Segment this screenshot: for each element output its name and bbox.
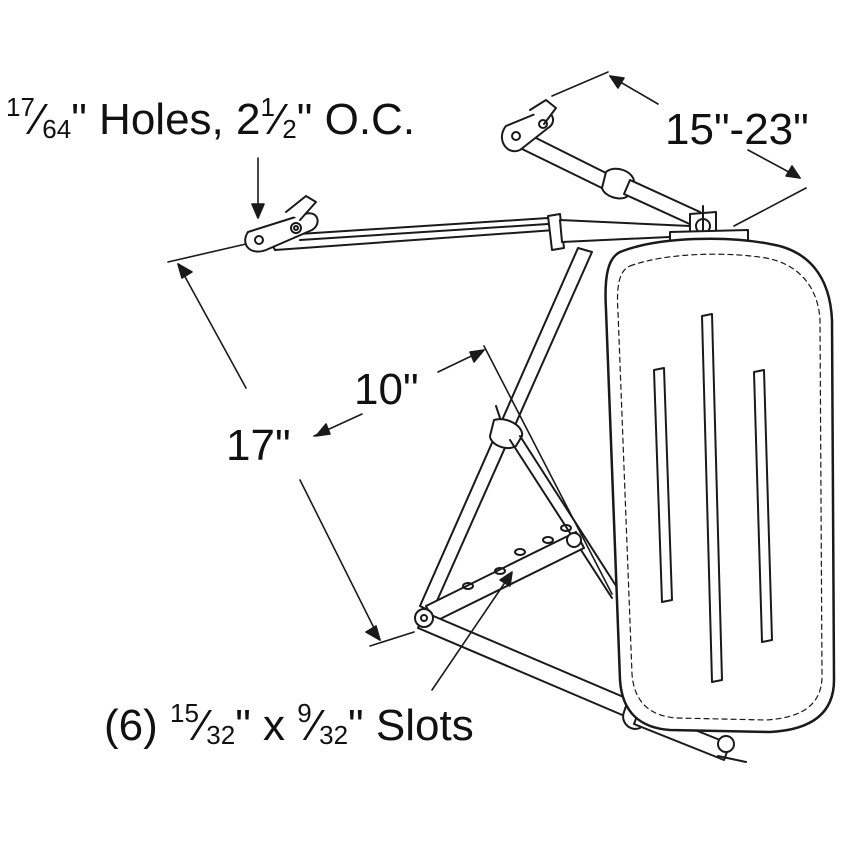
half-denominator: 2 xyxy=(282,114,297,144)
slot-width-numerator: 15 xyxy=(170,698,199,728)
slot-height-fraction: 9⁄32 xyxy=(297,698,349,750)
slot-height-numerator: 9 xyxy=(297,698,312,728)
slots-leader-arrow xyxy=(431,571,513,691)
half-numerator: 1 xyxy=(260,92,275,122)
brace-dimension-label: 10" xyxy=(354,365,419,414)
slot-width-denominator: 32 xyxy=(206,720,236,750)
slots-times-text: " x xyxy=(235,701,298,750)
dimension-brace-line xyxy=(313,345,613,595)
holes-fraction-numerator: 17 xyxy=(6,92,35,122)
mirror-head xyxy=(604,237,836,734)
slot-height-denominator: 32 xyxy=(319,720,349,750)
right-mount-bracket xyxy=(501,99,557,153)
slots-text: " Slots xyxy=(348,701,474,750)
upper-arm xyxy=(267,213,691,251)
holes-oc-text: " O.C. xyxy=(296,95,416,144)
dimension-width-line xyxy=(551,71,807,227)
holes-spacing-fraction: 1⁄2 xyxy=(260,92,297,144)
slots-count: (6) xyxy=(104,701,170,750)
holes-leader-arrow xyxy=(251,157,265,219)
holes-diameter-fraction: 17⁄64 xyxy=(6,92,72,144)
holes-fraction-denominator: 64 xyxy=(42,114,72,144)
holes-callout: 17⁄64" Holes, 21⁄2" O.C. xyxy=(6,94,415,142)
holes-text: " Holes, 2 xyxy=(71,95,261,144)
dimension-height-line xyxy=(167,243,415,647)
slots-callout: (6) 15⁄32" x 9⁄32" Slots xyxy=(104,700,474,748)
slot-width-fraction: 15⁄32 xyxy=(170,698,236,750)
width-dimension-label: 15"-23" xyxy=(665,105,809,154)
height-dimension-label: 17" xyxy=(226,421,291,470)
